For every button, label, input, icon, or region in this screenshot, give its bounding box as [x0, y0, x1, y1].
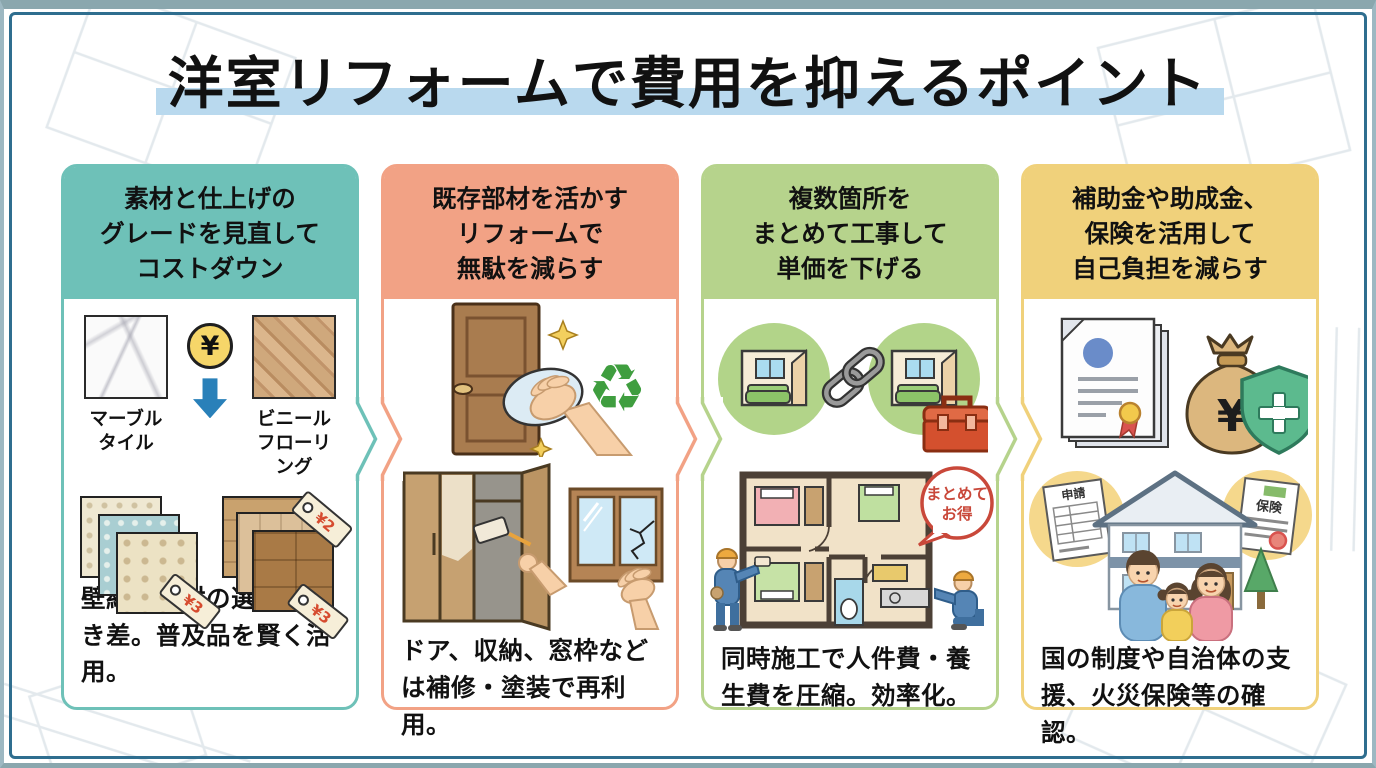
card-4-header-line: 自己負担を減らす [1072, 253, 1268, 283]
page-title: 洋室リフォームで費用を抑えるポイント [167, 52, 1209, 117]
card-bundle-work: 複数箇所を まとめて工事して 単価を下げる [701, 164, 999, 710]
card-2-header-line: 既存部材を活かす [432, 184, 628, 213]
card-2-header-line: 無駄を減らす [456, 253, 604, 283]
svg-text:申請: 申請 [1061, 485, 1087, 503]
vinyl-flooring-swatch [252, 315, 336, 400]
worker-icon [710, 548, 771, 632]
svg-text:お得: お得 [941, 504, 973, 523]
bundle-discount-bubble: まとめて お得 [918, 466, 994, 547]
card-4-header-line: 補助金や助成金、 [1072, 184, 1268, 213]
floorplan-workers-illustration: まとめて お得 [704, 461, 996, 641]
flow-chevron-3 [995, 397, 1043, 481]
card-4-caption: 国の制度や自治体の支援、火災保険等の確認。 [1041, 644, 1291, 747]
flow-chevron-2 [675, 397, 723, 481]
sparkle-icon [529, 319, 580, 458]
worker-icon [934, 570, 984, 631]
cracked-window-icon [568, 487, 664, 631]
floorplan-icon [739, 471, 933, 629]
title-highlight [155, 88, 1225, 115]
chain-link-icon [821, 347, 885, 409]
card-1-header-line: 素材と仕上げの [124, 184, 296, 213]
downgrade-arrow-group: ¥ [184, 315, 236, 419]
card-4-header-line: 保険を活用して [1084, 218, 1256, 248]
door-cleaning-illustration: ♻ [384, 299, 676, 458]
toolbox-icon [922, 395, 988, 453]
certificate-money-shield-illustration: ¥ [1024, 309, 1316, 459]
marble-label: マーブル タイル [89, 409, 163, 455]
insurance-document-icon: 保険 [1235, 477, 1301, 556]
wallpaper-swatch [116, 532, 198, 615]
insurance-shield-icon [1240, 365, 1308, 456]
marble-tile-item: マーブル タイル [80, 315, 172, 456]
closet-painting-icon [402, 463, 568, 632]
tree-icon [1243, 546, 1279, 610]
card-3-header-line: まとめて工事して [752, 218, 948, 248]
card-2-header: 既存部材を活かす リフォームで 無駄を減らす [384, 167, 676, 300]
recycle-icon: ♻ [587, 350, 646, 427]
yen-icon: ¥ [187, 323, 233, 370]
flow-chevron-1 [355, 397, 403, 481]
svg-text:まとめて: まとめて [926, 485, 988, 503]
card-reuse-parts: 既存部材を活かす リフォームで 無駄を減らす [381, 164, 679, 739]
marble-swatch [84, 315, 168, 400]
svg-text:保険: 保険 [1254, 498, 1284, 517]
closet-window-illustration [384, 463, 676, 633]
card-3-header-line: 複数箇所を [788, 184, 912, 213]
title-area: 洋室リフォームで費用を抑えるポイント [4, 39, 1372, 120]
room-icon [718, 323, 830, 436]
card-3-caption: 同時施工で人件費・養生費を圧縮。効率化。 [721, 644, 971, 711]
card-2-caption: ドア、収納、窓枠などは補修・塗装で再利用。 [401, 636, 649, 739]
application-form-icon: 申請 [1042, 478, 1113, 563]
cloth-wiping-hand-icon [502, 368, 634, 457]
down-arrow-icon [193, 378, 227, 419]
card-1-header-line: コストダウン [136, 253, 284, 283]
card-materials-grade: 素材と仕上げの グレードを見直して コストダウン マーブル タイル ¥ [61, 164, 359, 710]
family-icon [1119, 550, 1233, 642]
certificate-icon [1060, 318, 1169, 449]
card-3-header-line: 単価を下げる [776, 253, 924, 283]
sample-swatches: ¥3 ¥2 ¥3 [64, 490, 356, 642]
linked-rooms-illustration [704, 307, 996, 457]
vinyl-flooring-item: ビニール フローリング [248, 315, 340, 480]
card-2-header-line: リフォームで [456, 218, 604, 248]
card-4-header: 補助金や助成金、 保険を活用して 自己負担を減らす [1024, 167, 1316, 300]
points-row: 素材と仕上げの グレードを見直して コストダウン マーブル タイル ¥ [61, 164, 1319, 747]
vinyl-flooring-label: ビニール フローリング [256, 409, 331, 479]
card-3-header: 複数箇所を まとめて工事して 単価を下げる [704, 167, 996, 300]
card-1-header-line: グレードを見直して [100, 218, 320, 248]
card-subsidies-insurance: 補助金や助成金、 保険を活用して 自己負担を減らす [1021, 164, 1319, 747]
family-house-documents-illustration: 申請 保険 [1024, 461, 1316, 642]
material-comparison: マーブル タイル ¥ ビニール フローリング [64, 315, 356, 480]
card-1-header: 素材と仕上げの グレードを見直して コストダウン [64, 167, 356, 300]
